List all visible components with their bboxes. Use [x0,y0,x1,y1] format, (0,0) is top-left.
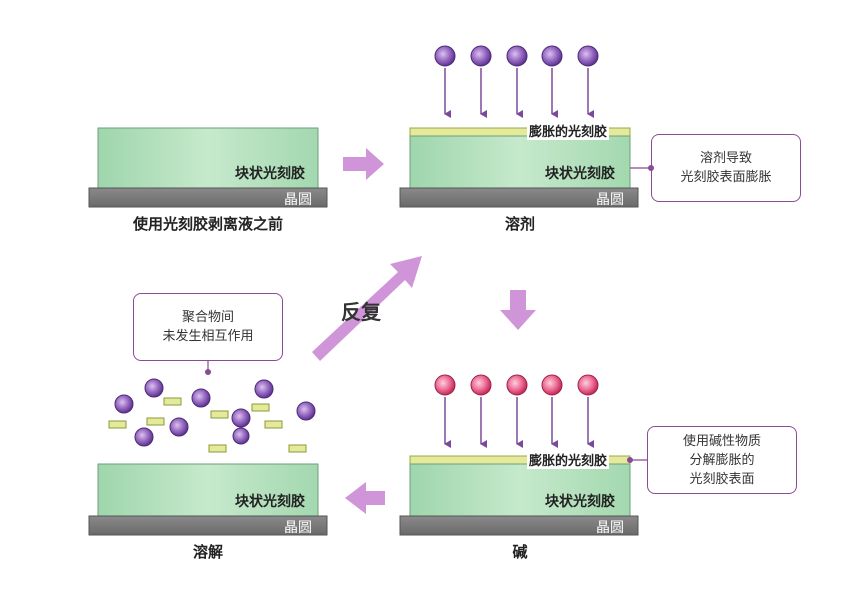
callout-line: 未发生相互作用 [162,329,254,344]
solvent-particle [144,378,164,398]
callout-line: 使用碱性物质 [682,433,761,449]
base-particle [470,374,492,448]
dissolved-polymers [108,378,316,453]
solvent-particle [541,45,563,118]
wafer [88,187,328,208]
solvent-particles [434,45,599,118]
solvent-particle [232,427,250,445]
caption-before: 使用光刻胶剥离液之前 [132,215,283,233]
wafer-label: 晶圆 [284,192,312,208]
wafer-label: 晶圆 [284,520,312,536]
arrow-right [343,148,384,180]
polymer-fragment [163,397,182,406]
wafer [399,515,639,536]
polymer-fragment [208,444,227,453]
resist-block [409,463,631,517]
arrow-left [345,482,385,514]
caption-base: 碱 [512,543,528,561]
caption-solvent: 溶剂 [504,215,535,233]
resist-label: 块状光刻胶 [545,494,615,510]
solvent-particle [296,401,316,421]
solvent-particle [191,388,211,408]
polymer-fragment [146,417,165,426]
arrow-repeat [312,256,422,361]
solvent-particle [169,417,189,437]
resist-label: 块状光刻胶 [545,166,615,182]
callout-dot [648,165,654,171]
wafer-label: 晶圆 [596,192,624,208]
base-particle [434,374,456,448]
callout-line: 溶剂导致 [699,151,752,166]
solvent-particle [231,408,251,428]
panel-base [399,374,648,536]
callout-dissolve: 聚合物间 未发生相互作用 [133,293,283,361]
callout-line: 光刻胶表面 [689,471,755,487]
callout-line: 聚合物间 [181,310,234,325]
callout-line: 光刻胶表面膨胀 [680,170,772,185]
callout-dot [627,457,633,463]
solvent-particle [434,45,456,118]
panel-before [88,127,328,208]
arrow-down [500,290,536,330]
callout-line: 分解膨胀的 [689,452,755,468]
wafer [399,187,639,208]
base-particle [506,374,528,448]
solvent-particle [134,427,154,447]
base-particle [577,374,599,448]
resist-block [97,463,319,517]
process-arrows [312,148,536,514]
polymer-fragment [210,410,229,419]
swell-label: 膨胀的光刻胶 [527,450,610,469]
callout-solvent: 溶剂导致 光刻胶表面膨胀 [651,134,801,202]
wafer [88,515,328,536]
polymer-fragment [288,444,307,453]
solvent-particle [470,45,492,118]
resist-label: 块状光刻胶 [235,494,305,510]
base-particle [541,374,563,448]
wafer-label: 晶圆 [596,520,624,536]
panel-solvent [399,45,652,208]
swell-label: 膨胀的光刻胶 [527,121,610,140]
polymer-fragment [251,403,270,412]
solvent-particle [577,45,599,118]
polymer-fragment [108,420,127,429]
callout-base: 使用碱性物质 分解膨胀的 光刻胶表面 [647,426,797,494]
polymer-fragment [264,420,283,429]
solvent-particle [506,45,528,118]
panel-dissolve [88,360,328,536]
callout-dot [205,369,211,375]
base-particles [434,374,599,448]
solvent-particle [114,394,134,414]
resist-block [409,135,631,189]
solvent-particle [254,379,274,399]
resist-block [97,127,319,189]
repeat-label: 反复 [341,300,381,324]
resist-label: 块状光刻胶 [235,166,305,182]
caption-dissolve: 溶解 [192,543,223,561]
